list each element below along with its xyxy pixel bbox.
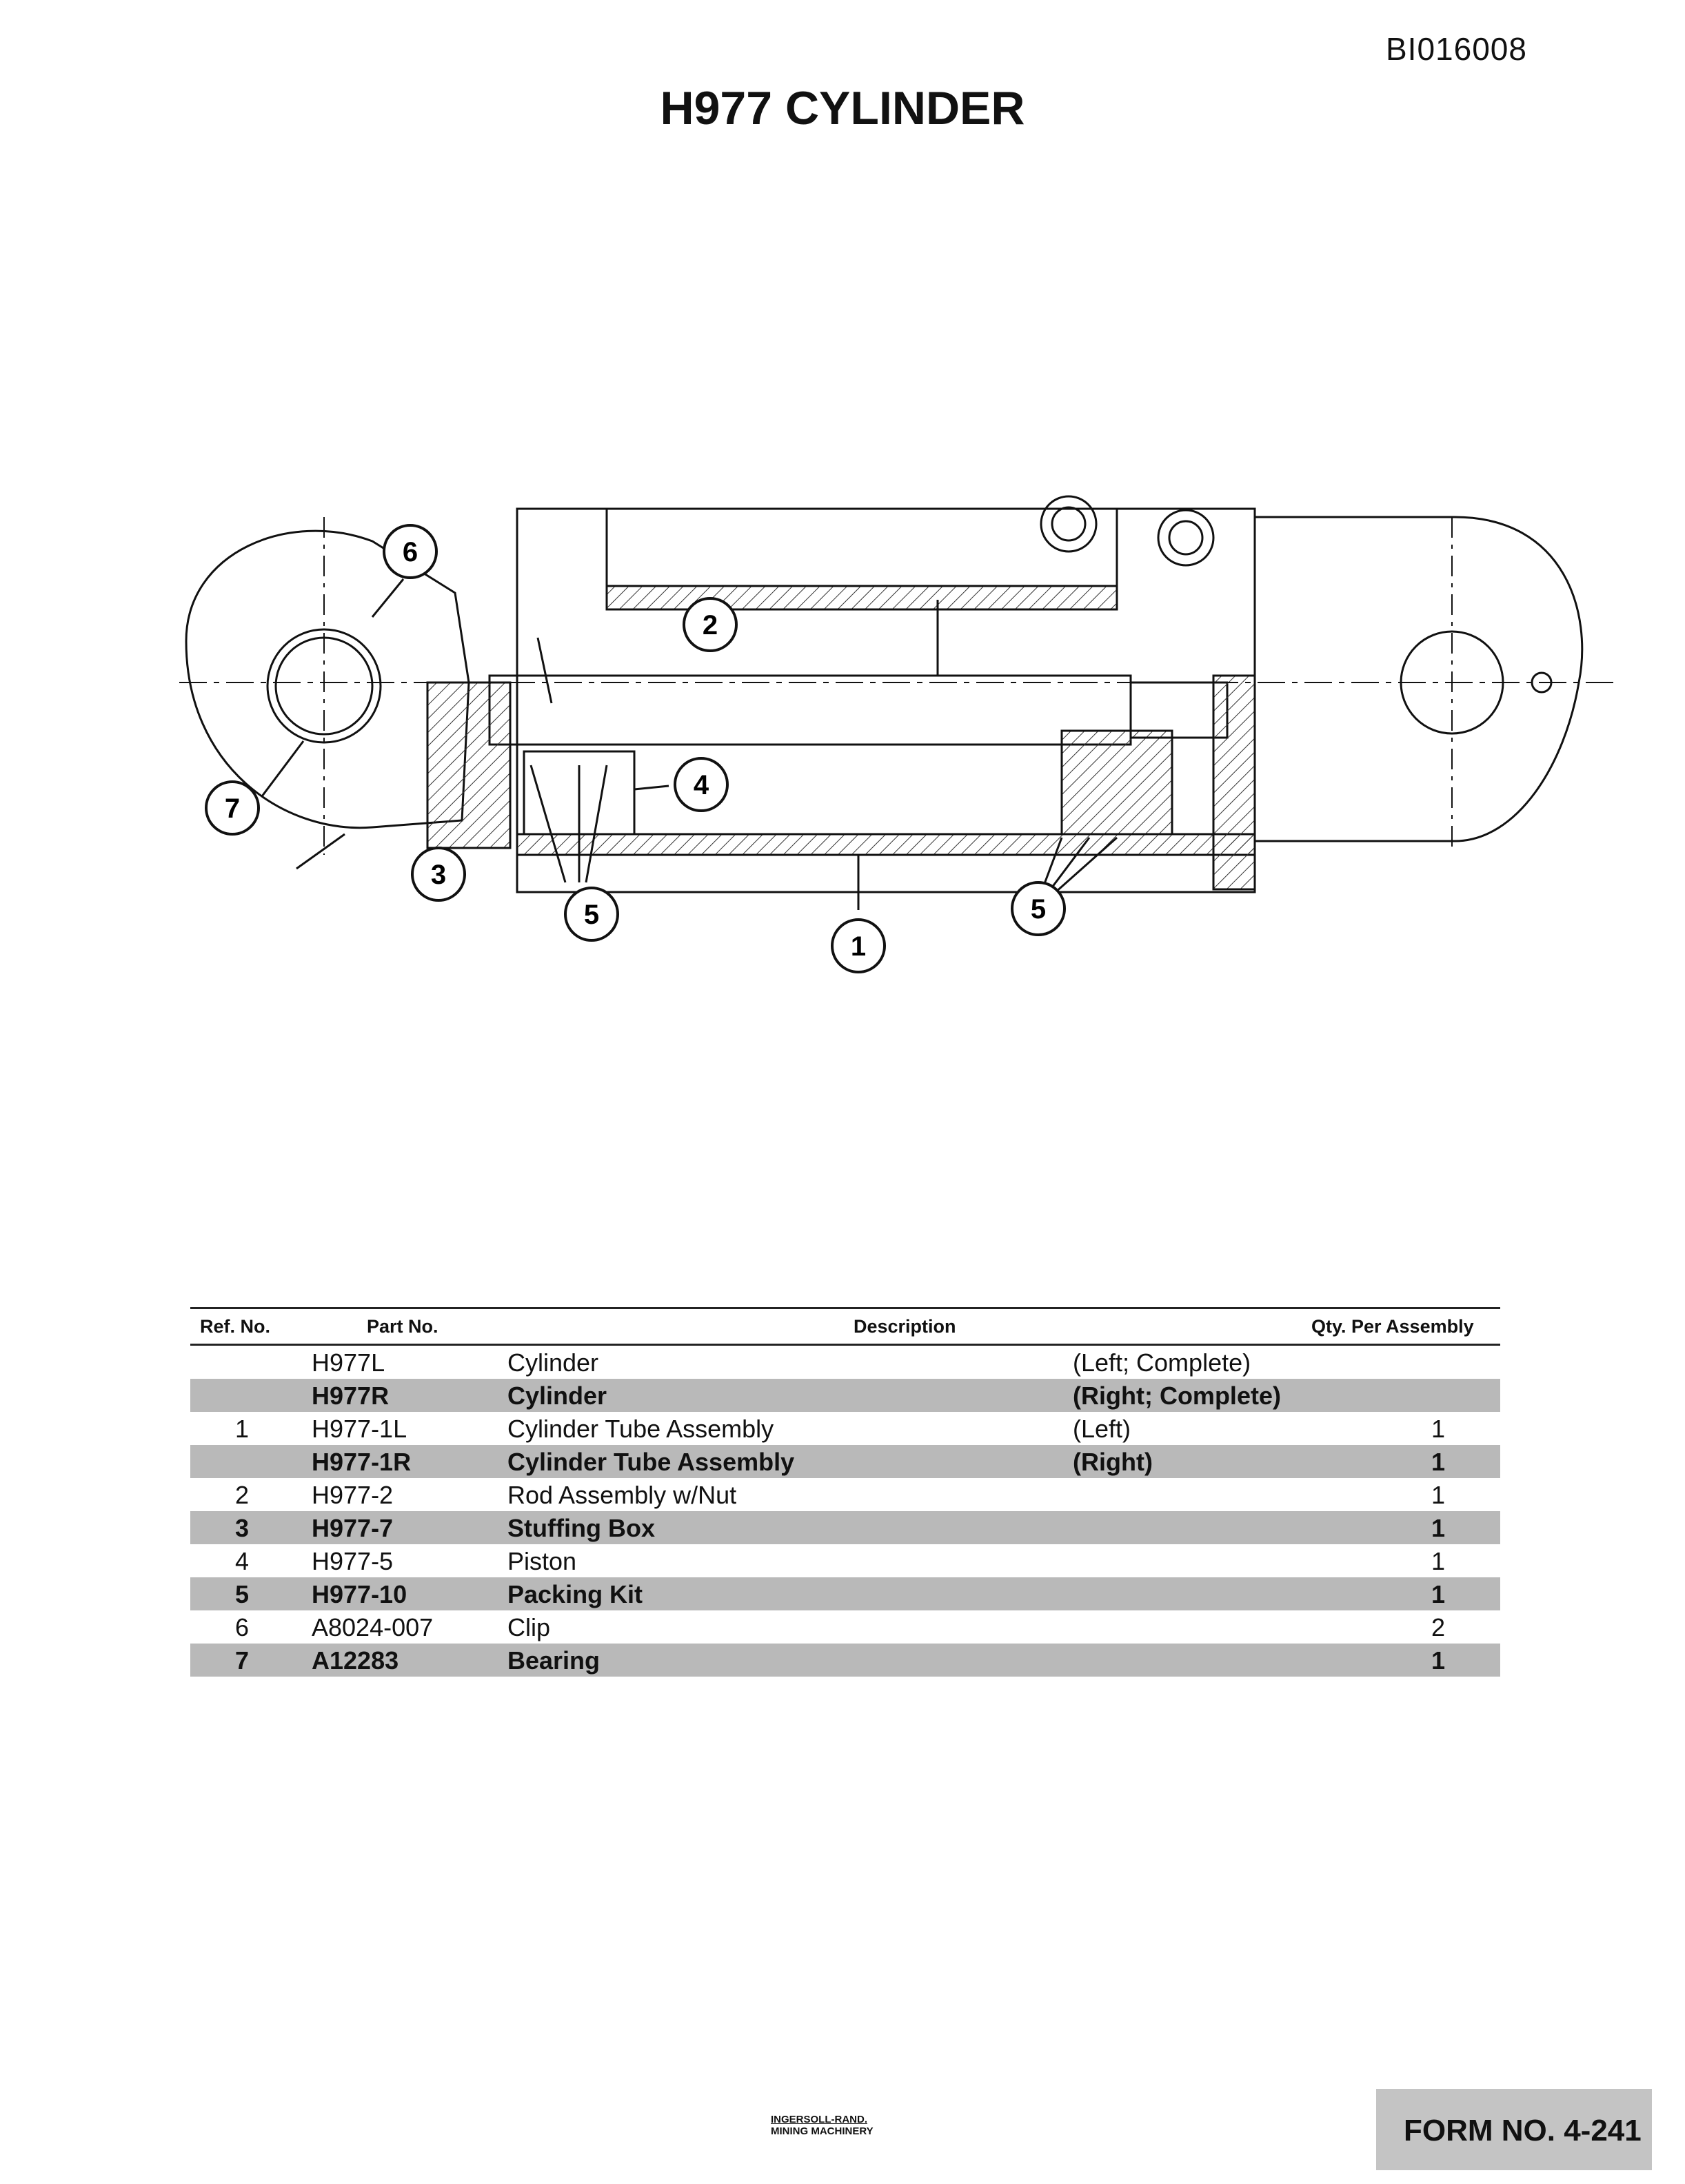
callout-1-label: 1 xyxy=(851,931,866,962)
part-number-cell: H977R xyxy=(312,1382,390,1410)
document-id: BI016008 xyxy=(1386,31,1527,67)
table-row: 2 H977-2 Rod Assembly w/Nut 1 xyxy=(190,1478,1500,1511)
description-cell: Cylinder Tube Assembly xyxy=(507,1448,795,1476)
page-title: H977 CYLINDER xyxy=(660,82,1025,134)
logo-line-1: INGERSOLL-RAND. xyxy=(771,2114,867,2125)
description-cell: Piston xyxy=(507,1547,577,1575)
ref-cell: 3 xyxy=(234,1514,250,1542)
ref-cell: 1 xyxy=(234,1415,250,1443)
part-number-cell: H977-1R xyxy=(312,1448,412,1476)
qty-cell: 1 xyxy=(1431,1514,1446,1542)
callout-2: 2 xyxy=(683,597,738,652)
ref-cell: 7 xyxy=(234,1646,250,1675)
note-cell: (Right) xyxy=(1073,1448,1153,1476)
callout-7-label: 7 xyxy=(225,793,240,824)
header-part-no: Part No. xyxy=(367,1316,438,1337)
part-number-cell: H977-2 xyxy=(312,1481,394,1509)
cylinder-cross-section-drawing: 6 2 7 4 3 5 1 5 xyxy=(179,495,1613,973)
qty-cell: 1 xyxy=(1431,1448,1446,1476)
qty-cell: 1 xyxy=(1431,1415,1446,1443)
callout-5-left-label: 5 xyxy=(584,900,599,930)
qty-cell: 1 xyxy=(1431,1481,1446,1509)
note-cell: (Right; Complete) xyxy=(1073,1382,1281,1410)
ref-cell: 4 xyxy=(234,1547,250,1575)
callout-5-right: 5 xyxy=(1011,881,1066,936)
header-description: Description xyxy=(854,1316,956,1337)
ingersoll-rand-logo: INGERSOLL-RAND. MINING MACHINERY xyxy=(771,2114,874,2137)
description-cell: Packing Kit xyxy=(507,1580,643,1608)
callout-3-label: 3 xyxy=(431,860,446,890)
callout-6: 6 xyxy=(383,524,438,579)
callout-7: 7 xyxy=(205,780,260,836)
ref-cell: 6 xyxy=(234,1613,250,1641)
part-number-cell: A12283 xyxy=(312,1646,399,1675)
form-number: FORM NO. 4-241 xyxy=(1404,2114,1642,2147)
qty-cell: 2 xyxy=(1431,1613,1446,1641)
table-row: 6 A8024-007 Clip 2 xyxy=(190,1610,1500,1644)
description-cell: Cylinder xyxy=(507,1382,607,1410)
form-number-box: FORM NO. 4-241 xyxy=(1376,2089,1652,2170)
callout-5-left: 5 xyxy=(564,887,619,942)
description-cell: Bearing xyxy=(507,1646,601,1675)
description-cell: Clip xyxy=(507,1613,551,1641)
description-cell: Rod Assembly w/Nut xyxy=(507,1481,737,1509)
description-cell: Cylinder xyxy=(507,1348,599,1377)
part-number-cell: H977-5 xyxy=(312,1547,394,1575)
callout-5-right-label: 5 xyxy=(1031,894,1046,924)
part-number-cell: H977L xyxy=(312,1348,385,1377)
qty-cell: 1 xyxy=(1431,1547,1446,1575)
note-cell: (Left; Complete) xyxy=(1073,1348,1251,1377)
callout-2-label: 2 xyxy=(703,610,718,640)
part-number-cell: H977-10 xyxy=(312,1580,407,1608)
table-row: 4 H977-5 Piston 1 xyxy=(190,1544,1500,1577)
parts-table-body: H977L Cylinder (Left; Complete) H977R Cylind… xyxy=(190,1346,1500,1677)
callout-6-label: 6 xyxy=(403,537,418,567)
callout-1: 1 xyxy=(831,918,886,973)
note-cell: (Left) xyxy=(1073,1415,1131,1443)
logo-line-2: MINING MACHINERY xyxy=(771,2125,874,2137)
part-number-cell: H977-1L xyxy=(312,1415,407,1443)
table-row: 7 A12283 Bearing 1 xyxy=(190,1644,1500,1677)
header-ref-no: Ref. No. xyxy=(200,1316,271,1337)
table-row: 3 H977-7 Stuffing Box 1 xyxy=(190,1511,1500,1544)
qty-cell: 1 xyxy=(1431,1646,1446,1675)
part-number-cell: H977-7 xyxy=(312,1514,394,1542)
parts-table: Ref. No. Part No. Description Qty. Per A… xyxy=(190,1307,1500,1677)
ref-cell: 2 xyxy=(234,1481,250,1509)
table-row: H977L Cylinder (Left; Complete) xyxy=(190,1346,1500,1379)
header-qty: Qty. Per Assembly xyxy=(1311,1316,1474,1337)
table-row: H977R Cylinder (Right; Complete) xyxy=(190,1379,1500,1412)
table-row: 1 H977-1L Cylinder Tube Assembly (Left) 1 xyxy=(190,1412,1500,1445)
description-cell: Stuffing Box xyxy=(507,1514,655,1542)
part-number-cell: A8024-007 xyxy=(312,1613,434,1641)
callout-4-label: 4 xyxy=(694,770,709,800)
description-cell: Cylinder Tube Assembly xyxy=(507,1415,774,1443)
table-row: 5 H977-10 Packing Kit 1 xyxy=(190,1577,1500,1610)
callout-3: 3 xyxy=(411,847,466,902)
parts-table-header: Ref. No. Part No. Description Qty. Per A… xyxy=(190,1307,1500,1346)
qty-cell: 1 xyxy=(1431,1580,1446,1608)
table-row: H977-1R Cylinder Tube Assembly (Right) 1 xyxy=(190,1445,1500,1478)
ref-cell: 5 xyxy=(234,1580,250,1608)
callout-4: 4 xyxy=(674,757,729,812)
